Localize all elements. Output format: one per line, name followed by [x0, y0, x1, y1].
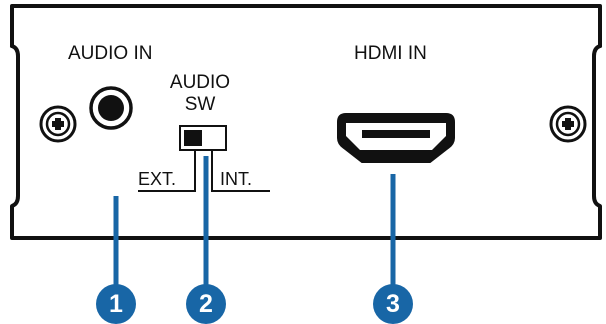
callout-lines	[113, 156, 396, 286]
audio-in-label: AUDIO IN	[68, 43, 153, 64]
hdmi-in-port-icon	[337, 113, 455, 163]
audio-sw-label-line2: SW	[184, 94, 216, 115]
audio-sw-label: AUDIO SW	[160, 72, 240, 116]
ext-label: EXT.	[138, 169, 177, 189]
panel-outline	[10, 4, 602, 240]
callout-3: 3	[373, 284, 413, 324]
callout-2: 2	[186, 284, 226, 324]
callout-1: 1	[96, 284, 136, 324]
audio-in-jack-icon	[89, 86, 133, 130]
left-screw-icon	[39, 105, 77, 143]
right-screw-icon	[549, 105, 587, 143]
switch-position-brackets	[138, 150, 270, 192]
int-label: INT.	[220, 169, 253, 189]
hdmi-in-label: HDMI IN	[354, 43, 427, 64]
audio-sw-label-line1: AUDIO	[169, 72, 231, 93]
audio-sw-switch-icon	[179, 125, 227, 151]
